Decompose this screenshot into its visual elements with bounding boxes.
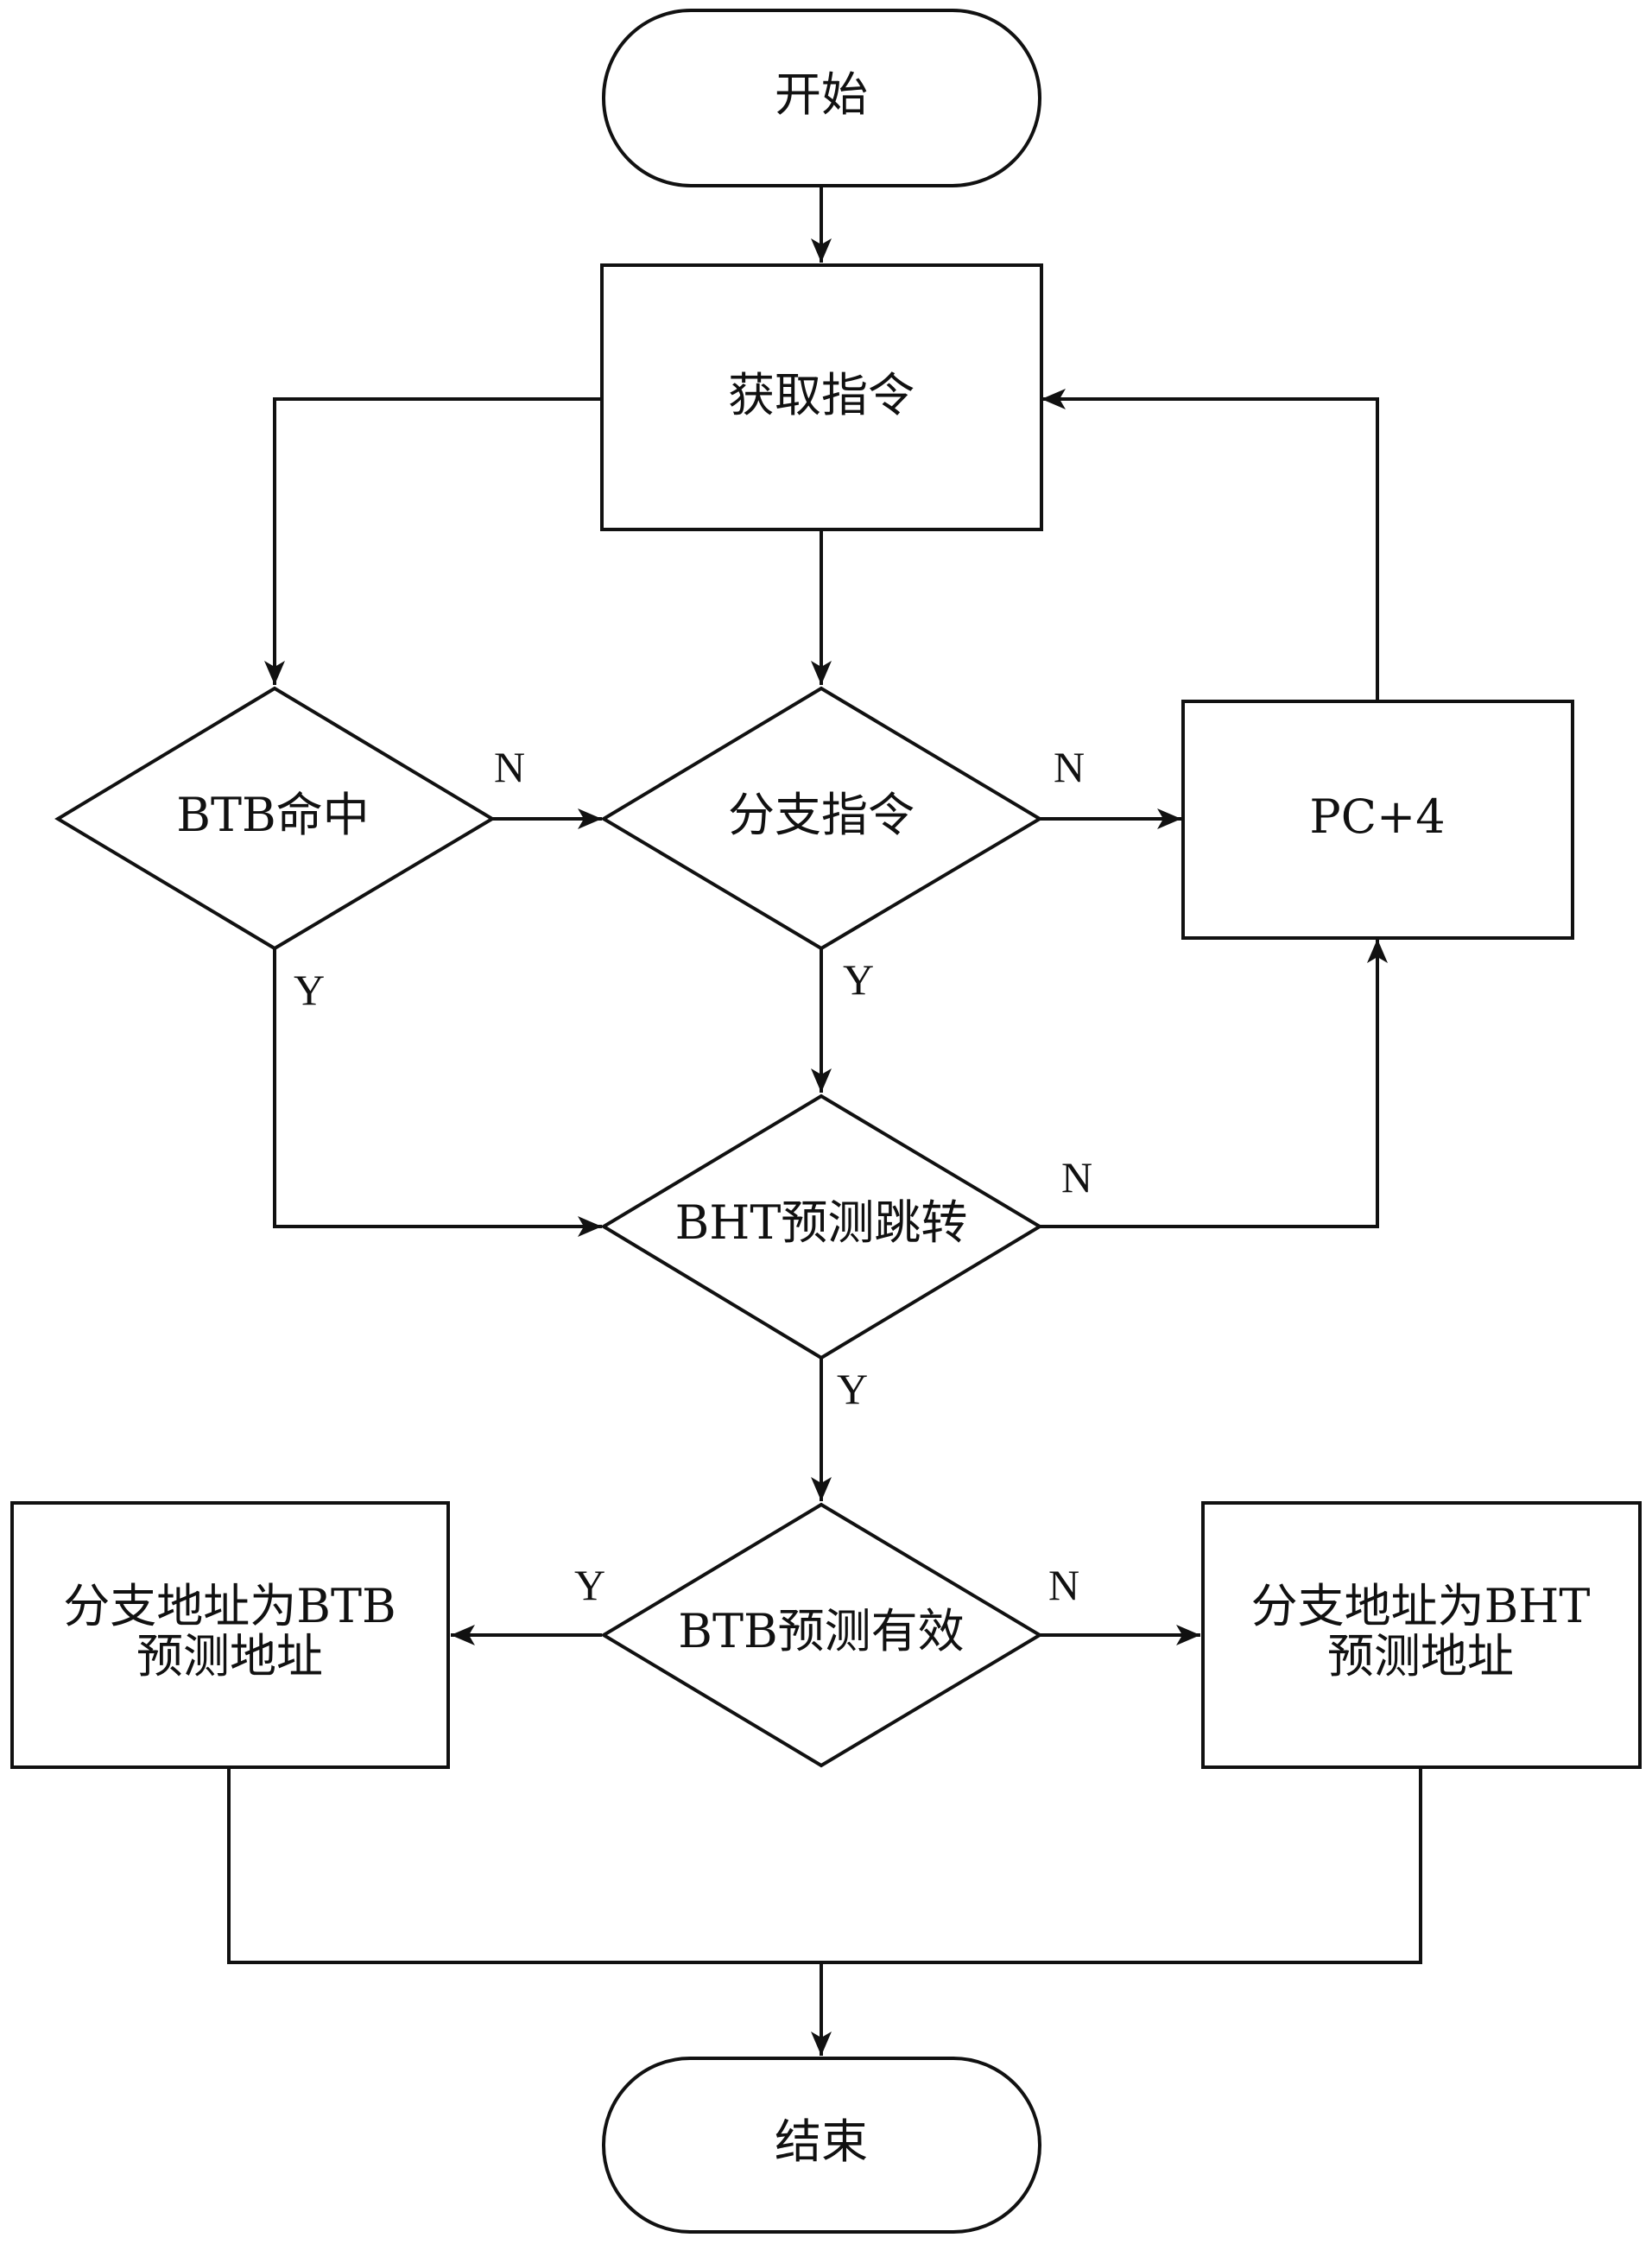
decision-btb-valid-shape [600, 1502, 1043, 1768]
edge-pc4-to-fetch [1041, 389, 1379, 701]
decision-btb-hit-label: BTB命中 [176, 788, 369, 842]
edge-fetch-to-btb-hit [264, 397, 602, 685]
node-start: 开始 [602, 9, 1041, 187]
decision-bht-shape [600, 1093, 1043, 1360]
process-fetch-label: 获取指令 [728, 368, 915, 422]
decision-btb-valid-label: BTB预测有效 [678, 1604, 964, 1658]
label-btb-hit-yes: Y [294, 966, 325, 1014]
edge-btb-addr-to-merge [227, 1769, 1422, 1964]
process-pc4-label: PC+4 [1309, 789, 1445, 844]
terminal-start-label: 开始 [775, 67, 868, 122]
terminal-start-shape [602, 9, 1041, 187]
terminal-end-label: 结束 [775, 2114, 868, 2169]
decision-branch-shape [600, 686, 1043, 951]
node-bht-address: 分支地址为BHT 预测地址 [1201, 1501, 1642, 1769]
connectors [227, 186, 1422, 2056]
decision-btb-hit-shape [54, 686, 496, 951]
process-bht-address-label-line2: 预测地址 [1327, 1629, 1514, 1683]
node-btb-address: 分支地址为BTB 预测地址 [10, 1501, 450, 1769]
edge-labels: N Y N Y N Y Y N [294, 743, 1092, 1609]
terminal-end-shape [602, 2057, 1041, 2234]
process-btb-address-label-line2: 预测地址 [136, 1629, 323, 1683]
label-valid-no: N [1048, 1561, 1079, 1609]
label-bht-no: N [1061, 1153, 1092, 1201]
label-branch-no: N [1054, 743, 1085, 791]
label-branch-yes: Y [843, 955, 874, 1004]
label-valid-yes: Y [574, 1561, 605, 1609]
decision-branch-label: 分支指令 [728, 788, 915, 842]
node-btb-valid: BTB预测有效 [600, 1502, 1043, 1768]
process-bht-address-label-line1: 分支地址为BHT [1251, 1579, 1591, 1633]
node-end: 结束 [602, 2057, 1041, 2234]
process-pc4-shape [1181, 700, 1574, 940]
process-bht-address-shape [1201, 1501, 1642, 1769]
process-fetch-shape [600, 263, 1043, 531]
node-btb-hit: BTB命中 [54, 686, 496, 951]
edge-bht-no-to-pc4 [1040, 939, 1388, 1228]
label-btb-hit-no: N [494, 743, 525, 791]
node-fetch-instruction: 获取指令 [600, 263, 1043, 531]
label-bht-yes: Y [837, 1365, 868, 1413]
node-pc-plus-4: PC+4 [1181, 700, 1574, 940]
node-is-branch: 分支指令 [600, 686, 1043, 951]
process-btb-address-shape [10, 1501, 450, 1769]
edge-btb-hit-yes-to-bht [273, 948, 602, 1237]
decision-bht-label: BHT预测跳转 [675, 1195, 968, 1250]
node-bht-predict: BHT预测跳转 [600, 1093, 1043, 1360]
process-btb-address-label-line1: 分支地址为BTB [63, 1579, 396, 1633]
